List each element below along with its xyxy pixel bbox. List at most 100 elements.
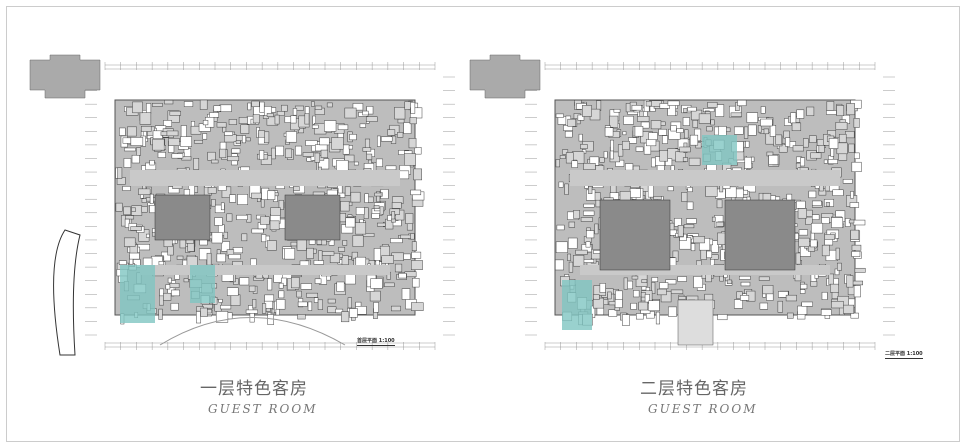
guest-room bbox=[158, 261, 164, 266]
guest-room bbox=[679, 146, 691, 153]
guest-room bbox=[369, 290, 381, 302]
guest-room bbox=[214, 217, 223, 226]
guest-room bbox=[344, 273, 356, 285]
guest-room bbox=[607, 291, 612, 300]
guest-room bbox=[290, 115, 297, 124]
guest-room bbox=[326, 102, 333, 108]
guest-room bbox=[658, 128, 667, 136]
guest-room bbox=[831, 300, 844, 309]
guest-room bbox=[615, 290, 623, 300]
guest-room bbox=[171, 289, 180, 297]
guest-room bbox=[117, 167, 123, 179]
guest-room bbox=[573, 255, 585, 267]
guest-room bbox=[130, 137, 144, 146]
guest-room bbox=[718, 126, 727, 136]
guest-room bbox=[633, 290, 640, 298]
guest-room bbox=[796, 200, 806, 209]
guest-room bbox=[123, 237, 136, 247]
guest-room bbox=[567, 237, 578, 249]
guest-room bbox=[682, 117, 690, 126]
guest-room bbox=[136, 147, 141, 156]
guest-room bbox=[132, 101, 143, 114]
guest-room bbox=[717, 314, 728, 321]
guest-room bbox=[744, 156, 752, 169]
guest-room bbox=[344, 107, 357, 119]
entrance-plaza bbox=[159, 317, 346, 346]
guest-room bbox=[648, 300, 660, 312]
guest-room bbox=[349, 134, 357, 141]
guest-room bbox=[391, 305, 401, 312]
guest-room bbox=[313, 260, 324, 265]
guest-room bbox=[811, 222, 824, 234]
guest-room bbox=[825, 202, 830, 207]
guest-room bbox=[801, 301, 813, 307]
guest-room bbox=[381, 255, 394, 264]
guest-room bbox=[677, 225, 684, 237]
guest-room bbox=[650, 120, 662, 130]
guest-room bbox=[408, 138, 417, 149]
guest-room bbox=[575, 249, 588, 255]
guest-room bbox=[705, 185, 718, 197]
guest-room bbox=[324, 120, 337, 132]
guest-room bbox=[344, 154, 355, 163]
guest-room bbox=[798, 229, 808, 236]
guest-room bbox=[337, 124, 349, 130]
guest-room bbox=[211, 232, 223, 244]
guest-room bbox=[851, 244, 862, 251]
guest-room bbox=[251, 100, 260, 108]
guest-room bbox=[131, 154, 140, 164]
guest-room bbox=[739, 275, 751, 280]
guest-room bbox=[580, 144, 588, 150]
guest-room bbox=[577, 114, 585, 121]
guest-room bbox=[152, 138, 165, 151]
guest-room bbox=[850, 312, 859, 319]
guest-room bbox=[637, 116, 650, 122]
guest-room bbox=[362, 233, 375, 237]
guest-room bbox=[568, 221, 576, 228]
guest-room bbox=[763, 128, 769, 135]
guest-room bbox=[413, 168, 422, 181]
guest-room bbox=[791, 122, 802, 132]
guest-room bbox=[842, 179, 853, 184]
guest-room bbox=[400, 234, 412, 239]
guest-room bbox=[350, 191, 361, 203]
guest-room bbox=[826, 101, 835, 111]
guest-room bbox=[635, 146, 644, 152]
feature-room-highlight bbox=[562, 280, 592, 330]
guest-room bbox=[157, 151, 166, 158]
guest-room bbox=[397, 132, 404, 138]
guest-room bbox=[792, 145, 804, 152]
guest-room bbox=[556, 224, 565, 231]
guest-room bbox=[810, 152, 822, 159]
guest-room bbox=[664, 158, 673, 167]
guest-room bbox=[220, 304, 232, 310]
guest-room bbox=[852, 219, 866, 226]
corridor bbox=[570, 170, 840, 186]
guest-room bbox=[300, 283, 313, 290]
guest-room bbox=[409, 117, 417, 125]
guest-room bbox=[653, 196, 662, 200]
guest-room bbox=[667, 100, 680, 106]
guest-room bbox=[683, 224, 695, 229]
guest-room bbox=[737, 99, 747, 107]
guest-room bbox=[127, 126, 137, 137]
courtyard bbox=[154, 194, 211, 241]
guest-room bbox=[568, 261, 574, 273]
guest-room bbox=[629, 188, 641, 198]
guest-room bbox=[411, 260, 423, 270]
guest-room bbox=[209, 112, 219, 118]
guest-room bbox=[329, 252, 341, 263]
guest-room bbox=[411, 241, 417, 251]
guest-room bbox=[267, 190, 276, 200]
guest-room bbox=[659, 282, 669, 289]
guest-room bbox=[648, 132, 658, 140]
guest-room bbox=[353, 161, 359, 166]
guest-room bbox=[609, 115, 619, 128]
guest-room bbox=[274, 114, 280, 125]
guest-room bbox=[304, 113, 310, 125]
guest-room bbox=[306, 247, 314, 259]
guest-room bbox=[223, 231, 228, 239]
guest-room bbox=[698, 113, 711, 124]
guest-room bbox=[760, 106, 766, 114]
guest-room bbox=[240, 124, 250, 134]
